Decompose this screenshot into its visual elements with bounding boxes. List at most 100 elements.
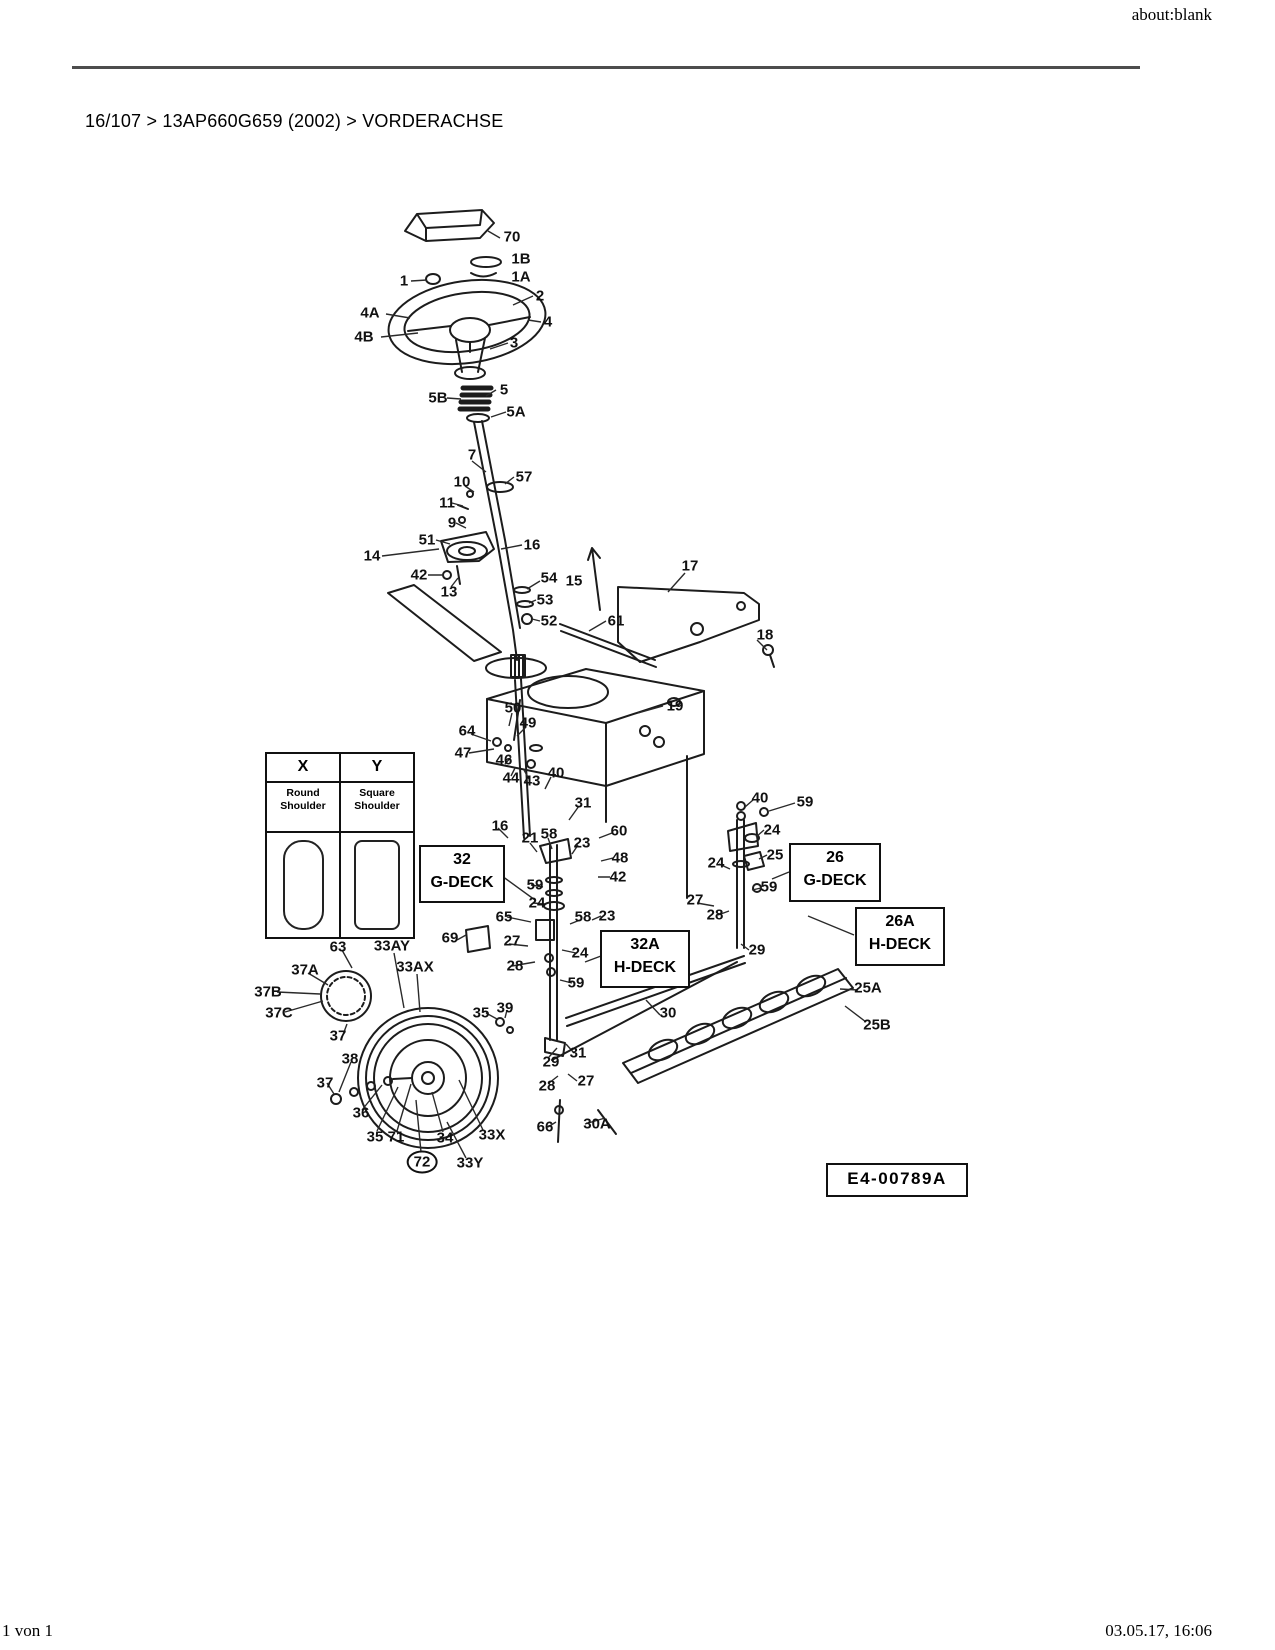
part-label-40: 40: [547, 764, 565, 782]
part-label-43: 43: [523, 772, 541, 790]
part-label-19: 19: [666, 697, 684, 715]
part-label-27: 27: [686, 891, 704, 909]
part-label-71: 71: [387, 1128, 405, 1146]
part-label-42: 42: [609, 868, 627, 886]
part-label-40: 40: [751, 789, 769, 807]
part-label-72: 72: [406, 1150, 438, 1174]
shoulder-desc-round: Round Shoulder: [267, 783, 341, 833]
print-footer-page-count: 1 von 1: [2, 1621, 53, 1640]
deck-box-code: 32: [453, 851, 471, 868]
part-label-31: 31: [574, 794, 592, 812]
part-label-53: 53: [536, 591, 554, 609]
breadcrumb: 16/107 > 13AP660G659 (2002) > VORDERACHS…: [85, 111, 504, 131]
part-label-52: 52: [540, 612, 558, 630]
part-label-34: 34: [436, 1129, 454, 1147]
part-label-49: 49: [519, 714, 537, 732]
part-label-33AX: 33AX: [396, 958, 434, 976]
part-label-59: 59: [526, 876, 544, 894]
part-label-2: 2: [535, 287, 545, 305]
part-label-65: 65: [495, 908, 513, 926]
part-label-24: 24: [528, 894, 546, 912]
deck-box-code: 26A: [885, 913, 915, 930]
part-label-30: 30: [659, 1004, 677, 1022]
part-label-11: 11: [439, 494, 455, 512]
shoulder-col-x: X: [267, 754, 341, 783]
part-label-5B: 5B: [428, 389, 448, 407]
part-label-1: 1: [399, 272, 409, 290]
square-shoulder-shape: [354, 840, 400, 930]
part-label-5: 5: [499, 381, 509, 399]
part-label-25: 25: [766, 846, 784, 864]
shoulder-col-y: Y: [341, 754, 413, 783]
part-label-27: 27: [503, 932, 521, 950]
part-label-4: 4: [543, 313, 553, 331]
part-label-61: 61: [607, 612, 625, 630]
part-label-59: 59: [796, 793, 814, 811]
part-label-69: 69: [441, 929, 459, 947]
part-label-14: 14: [363, 547, 381, 565]
part-label-37A: 37A: [291, 961, 319, 979]
part-label-63: 63: [329, 938, 347, 956]
part-label-4B: 4B: [354, 328, 374, 346]
part-label-44: 44: [502, 769, 520, 787]
part-label-35: 35: [472, 1004, 490, 1022]
part-label-33X: 33X: [478, 1126, 506, 1144]
part-label-7: 7: [467, 446, 477, 464]
part-label-48: 48: [611, 849, 629, 867]
part-label-23: 23: [598, 907, 616, 925]
part-label-1B: 1B: [511, 250, 531, 268]
deck-box-32a-hdeck: 32A H-DECK: [600, 930, 690, 988]
part-label-9: 9: [447, 514, 457, 532]
part-label-25B: 25B: [863, 1016, 891, 1034]
part-label-58: 58: [574, 908, 592, 926]
part-label-51: 51: [418, 531, 436, 549]
print-header-url: about:blank: [1131, 5, 1212, 24]
deck-box-deck: H-DECK: [613, 958, 677, 976]
part-label-16: 16: [491, 817, 509, 835]
part-label-37C: 37C: [265, 1004, 293, 1022]
deck-box-code: 32A: [630, 936, 660, 953]
part-label-57: 57: [515, 468, 533, 486]
part-label-27: 27: [577, 1072, 595, 1090]
part-label-35: 35: [366, 1128, 384, 1146]
print-footer-timestamp: 03.05.17, 16:06: [1105, 1621, 1212, 1640]
part-label-5A: 5A: [506, 403, 526, 421]
part-label-54: 54: [540, 569, 558, 587]
part-label-24: 24: [763, 821, 781, 839]
part-label-24: 24: [707, 854, 725, 872]
part-label-50: 50: [504, 699, 522, 717]
part-label-46: 46: [495, 751, 513, 769]
part-label-38: 38: [341, 1050, 359, 1068]
round-shoulder-shape: [282, 840, 324, 930]
part-label-64: 64: [458, 722, 476, 740]
shoulder-desc-square: Square Shoulder: [341, 783, 413, 833]
deck-box-deck: G-DECK: [803, 871, 867, 889]
part-label-42: 42: [410, 566, 428, 584]
part-label-47: 47: [454, 744, 472, 762]
part-label-31: 31: [569, 1044, 587, 1062]
part-label-28: 28: [706, 906, 724, 924]
part-label-1A: 1A: [511, 268, 531, 286]
deck-box-code: 26: [826, 849, 844, 866]
part-label-3: 3: [509, 334, 519, 352]
part-label-59: 59: [567, 974, 585, 992]
part-label-28: 28: [538, 1077, 556, 1095]
part-label-28: 28: [506, 957, 524, 975]
part-label-70: 70: [503, 228, 521, 246]
part-label-10: 10: [453, 473, 471, 491]
part-label-59: 59: [760, 878, 778, 896]
part-label-17: 17: [681, 557, 699, 575]
part-label-16: 16: [523, 536, 541, 554]
part-label-39: 39: [496, 999, 514, 1017]
part-label-37: 37: [329, 1027, 347, 1045]
part-label-18: 18: [756, 626, 774, 644]
part-label-25A: 25A: [854, 979, 882, 997]
part-label-66: 66: [536, 1118, 554, 1136]
deck-box-26-gdeck: 26 G-DECK: [789, 843, 881, 902]
part-label-58: 58: [540, 825, 558, 843]
part-label-30A: 30A: [583, 1115, 611, 1133]
part-label-60: 60: [610, 822, 628, 840]
header-rule: [72, 66, 1140, 69]
